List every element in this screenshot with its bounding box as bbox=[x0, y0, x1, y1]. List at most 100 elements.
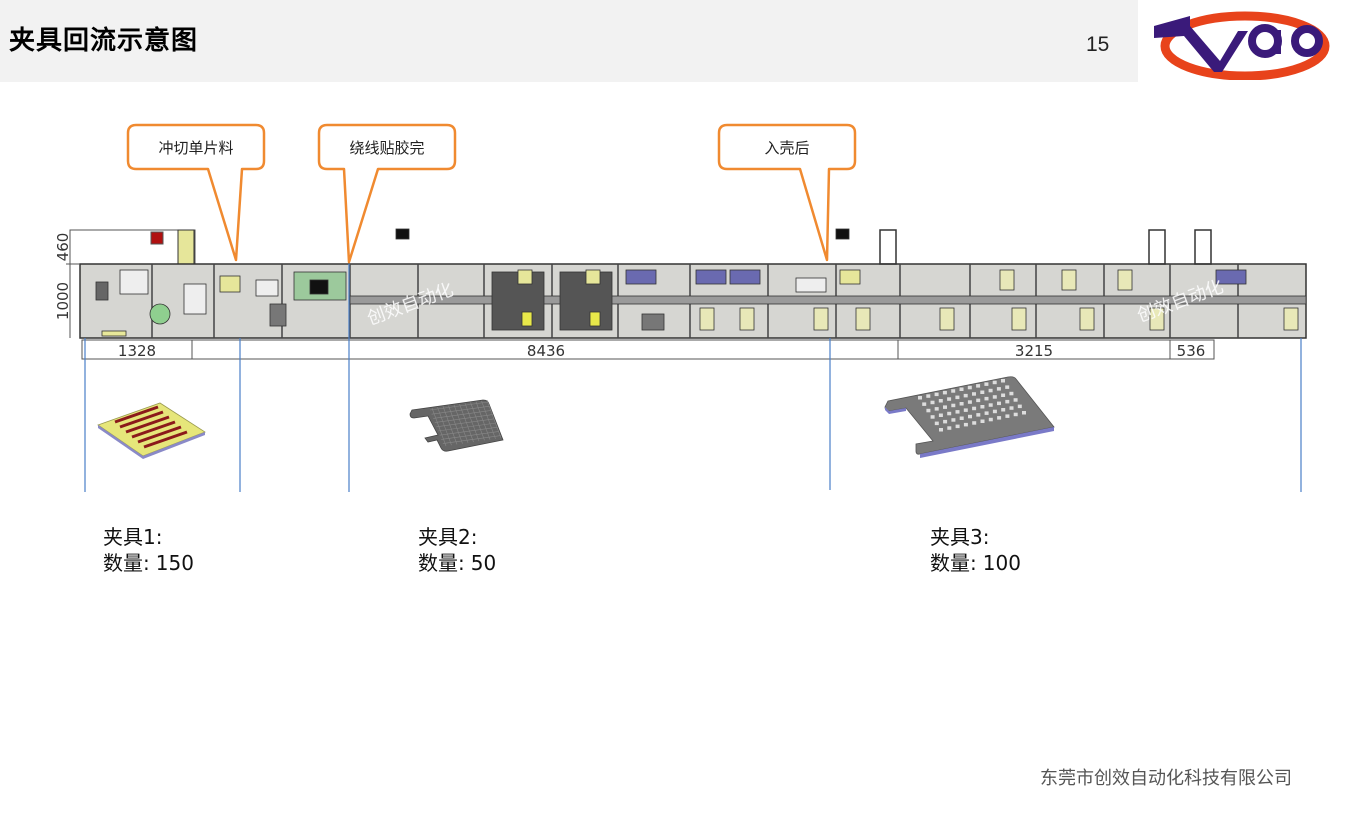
fixture-3-pocket bbox=[1013, 412, 1018, 417]
fixture-2-quantity: 50 bbox=[470, 551, 497, 575]
fixture-2-grid-line bbox=[431, 405, 490, 415]
dim-width-1328: 1328 bbox=[118, 342, 156, 360]
page-title: 夹具回流示意图 bbox=[9, 26, 199, 56]
fixture-3-pocket bbox=[984, 411, 989, 415]
fixture-3-pocket bbox=[972, 392, 976, 396]
fixture-2-grid-line bbox=[431, 407, 447, 447]
fixture-3-pocket bbox=[968, 414, 972, 419]
fixture-2-quantity-row: 数量:50 bbox=[418, 550, 496, 576]
station-machines bbox=[95, 228, 1299, 337]
dim-width-8436: 8436 bbox=[527, 342, 565, 360]
fixture-3-pocket bbox=[959, 387, 964, 391]
fixture-3-pocket bbox=[934, 421, 939, 426]
company-logo bbox=[1154, 11, 1330, 80]
callout-1-label: 冲切单片料 bbox=[158, 139, 234, 157]
callout-2-label: 绕线贴胶完 bbox=[349, 139, 425, 157]
fixture-3-pocket bbox=[972, 421, 977, 425]
fixture-3-pocket bbox=[951, 418, 956, 422]
fixture-3-pocket bbox=[988, 403, 993, 407]
logo-letter-o bbox=[1291, 25, 1323, 57]
fixture-2-name: 夹具2: bbox=[418, 525, 478, 549]
fixture-3-pocket bbox=[959, 402, 964, 406]
fixture-2-info: 夹具2: 数量:50 bbox=[418, 524, 496, 576]
fixture-2-grid-line bbox=[453, 404, 469, 443]
fixture-3-pocket bbox=[963, 393, 968, 398]
fixture-3-pocket bbox=[1022, 411, 1026, 415]
fixture-3-pocket bbox=[918, 396, 922, 400]
fixture-3-pocket bbox=[1005, 385, 1010, 389]
fixture-3-pocket bbox=[1009, 406, 1014, 410]
fixture-3-pocket bbox=[947, 426, 952, 430]
fixture-1-quantity: 150 bbox=[155, 551, 194, 575]
logo-swoosh bbox=[1160, 11, 1330, 80]
fixture-3-pocket bbox=[967, 400, 972, 404]
fixture-3-pocket bbox=[992, 409, 997, 414]
vertical-towers bbox=[879, 229, 1212, 265]
fixture-3-pocket bbox=[984, 396, 989, 401]
fixture-3-pocket bbox=[988, 388, 993, 393]
fixture-3-pocket bbox=[1001, 379, 1005, 383]
conveyor bbox=[349, 295, 1307, 305]
fixture-3-pocket bbox=[980, 405, 985, 409]
fixture-3-pocket bbox=[947, 397, 952, 401]
fixture-3-pocket bbox=[988, 417, 993, 422]
fixture-3-pocket bbox=[997, 401, 1001, 406]
fixture-2-grid-line bbox=[442, 435, 501, 444]
fixture-3-pocket bbox=[955, 395, 960, 400]
dim-width-536: 536 bbox=[1177, 342, 1206, 360]
section-markers bbox=[84, 264, 1302, 492]
dim-height-1000: 1000 bbox=[54, 282, 72, 320]
fixture-3-pocket bbox=[963, 408, 968, 412]
fixture-1-quantity-label: 数量: bbox=[103, 551, 150, 575]
feeder-box bbox=[69, 229, 196, 265]
red-component bbox=[150, 231, 164, 245]
fixture-1-quantity-row: 数量:150 bbox=[103, 550, 194, 576]
fixture-3-quantity-row: 数量:100 bbox=[930, 550, 1021, 576]
fixture-3-pocket bbox=[926, 394, 931, 398]
callout-2 bbox=[317, 123, 457, 264]
fixture-2-grid-line bbox=[437, 407, 452, 446]
fixture-3-pocket bbox=[1013, 398, 1018, 402]
dim-width-3215: 3215 bbox=[1015, 342, 1053, 360]
callout-3-label: 入壳后 bbox=[764, 139, 810, 157]
fixture-3-pocket bbox=[984, 382, 989, 386]
fixture-3-pocket bbox=[967, 385, 972, 390]
fixture-3-pocket bbox=[1001, 408, 1006, 412]
fixture-3-pocket bbox=[943, 405, 947, 409]
fixture-3-pocket bbox=[1017, 404, 1022, 409]
fixture-3-pocket bbox=[943, 419, 948, 424]
fixture-3-pocket bbox=[938, 399, 943, 403]
fixture-3-pocket bbox=[1001, 393, 1006, 397]
fixture-2-quantity-label: 数量: bbox=[418, 551, 465, 575]
fixture-2-grid-line bbox=[429, 401, 489, 411]
callout-1 bbox=[126, 123, 266, 262]
fixture-3-pocket bbox=[939, 428, 943, 432]
fixture-3-pocket bbox=[934, 407, 939, 411]
fixture-3-pocket bbox=[959, 416, 964, 420]
fixture-3-pocket bbox=[997, 416, 1002, 420]
fixture-3-pocket bbox=[955, 424, 960, 429]
dim-height-460: 460 bbox=[54, 233, 72, 262]
dimension-row bbox=[81, 339, 1215, 360]
fixture-2-grid-line bbox=[434, 414, 493, 423]
fixture-2-grid-line bbox=[441, 431, 500, 440]
fixture-3-pocket bbox=[980, 419, 985, 423]
fixture-3-pocket bbox=[938, 413, 943, 417]
fixture-3-pocket bbox=[930, 400, 935, 405]
fixture-3-pocket bbox=[955, 410, 960, 414]
header-band bbox=[0, 0, 1138, 82]
fixture-2-grid-line bbox=[459, 403, 474, 443]
fixture-3-pocket bbox=[926, 408, 931, 413]
fixture-1-image bbox=[97, 402, 206, 459]
fixture-3-pocket bbox=[963, 422, 968, 427]
fixture-3-quantity-label: 数量: bbox=[930, 551, 977, 575]
fixture-3-image bbox=[884, 376, 1055, 458]
fixture-2-image bbox=[409, 399, 504, 452]
fixture-3-pocket bbox=[934, 392, 939, 397]
fixture-3-info: 夹具3: 数量:100 bbox=[930, 524, 1021, 576]
logo-letter-v bbox=[1154, 16, 1248, 72]
fixture-3-pocket bbox=[930, 415, 935, 419]
fixture-2-grid-line bbox=[436, 418, 495, 428]
fixture-3-pocket bbox=[1005, 399, 1010, 404]
